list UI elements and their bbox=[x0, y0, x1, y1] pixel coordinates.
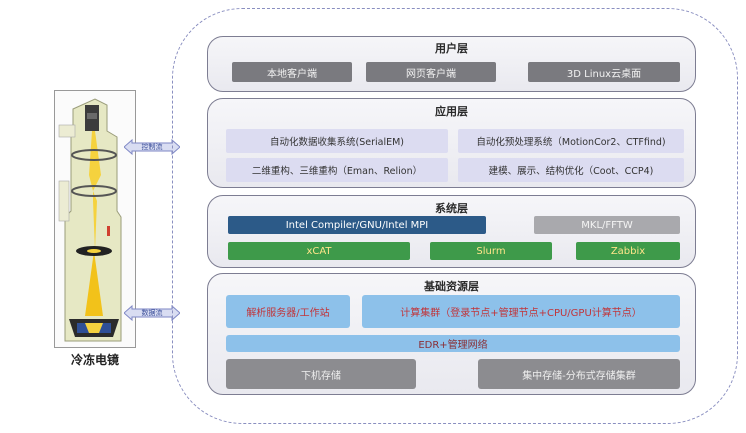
data-collection-box: 自动化数据收集系统(SerialEM) bbox=[226, 129, 448, 153]
central-storage-box: 集中存储-分布式存储集群 bbox=[478, 359, 680, 389]
microscope-label: 冷冻电镜 bbox=[70, 353, 119, 367]
local-client-box: 本地客户端 bbox=[232, 62, 352, 82]
data-flow-arrow-icon bbox=[124, 304, 180, 322]
control-flow-label: 控制流 bbox=[141, 143, 163, 151]
compute-cluster-box: 计算集群（登录节点+管理节点+CPU/GPU计算节点） bbox=[362, 295, 680, 328]
web-client-box: 网页客户端 bbox=[366, 62, 496, 82]
application-layer-title: 应用层 bbox=[435, 105, 468, 118]
xcat-box: xCAT bbox=[228, 242, 410, 260]
reconstruction-box: 二维重构、三维重构（Eman、Relion） bbox=[226, 158, 448, 182]
analysis-server-box: 解析服务器/工作站 bbox=[226, 295, 350, 328]
data-flow-label: 数据流 bbox=[141, 309, 163, 317]
compiler-box: Intel Compiler/GNU/Intel MPI bbox=[228, 216, 486, 234]
cryo-em-illustration bbox=[54, 90, 136, 348]
math-library-box: MKL/FFTW bbox=[534, 216, 680, 234]
network-bar: EDR+管理网络 bbox=[226, 335, 680, 352]
user-layer-title: 用户层 bbox=[435, 42, 468, 55]
microscope-icon bbox=[55, 91, 135, 347]
local-storage-box: 下机存储 bbox=[226, 359, 416, 389]
infrastructure-layer-title: 基础资源层 bbox=[424, 280, 479, 293]
control-flow-arrow-icon bbox=[124, 138, 180, 156]
linux-desktop-box: 3D Linux云桌面 bbox=[528, 62, 680, 82]
modeling-box: 建模、展示、结构优化（Coot、CCP4) bbox=[458, 158, 684, 182]
system-layer-title: 系统层 bbox=[435, 202, 468, 215]
slurm-box: Slurm bbox=[430, 242, 552, 260]
architecture-boundary bbox=[172, 8, 738, 424]
zabbix-box: Zabbix bbox=[576, 242, 680, 260]
preprocessing-box: 自动化预处理系统（MotionCor2、CTFfind) bbox=[458, 129, 684, 153]
